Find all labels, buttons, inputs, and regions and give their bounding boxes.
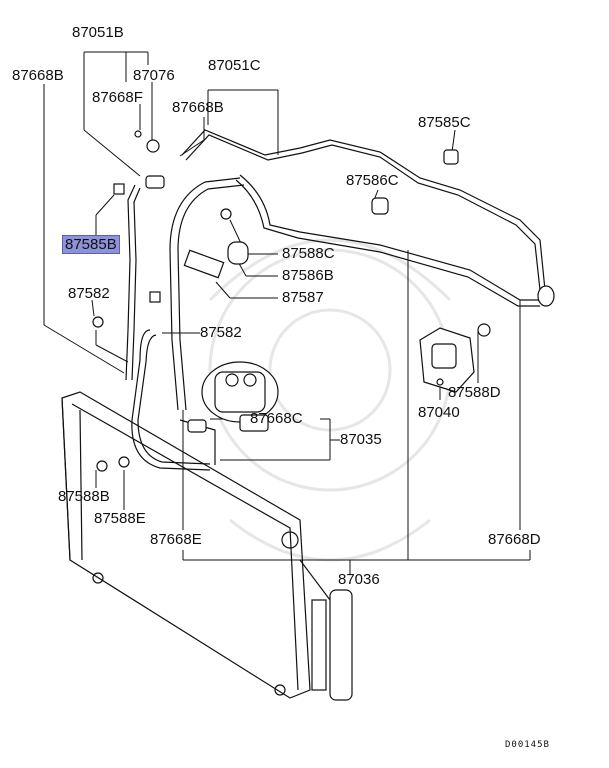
part-label-87051c[interactable]: 87051C (208, 57, 261, 74)
part-label-87586c[interactable]: 87586C (346, 172, 399, 189)
leader-lines (43, 51, 531, 575)
diagram-code: D00145B (505, 740, 550, 750)
part-label-87668e[interactable]: 87668E (150, 531, 202, 548)
part-label-87668d[interactable]: 87668D (488, 531, 541, 548)
evaporator-unit (419, 327, 475, 393)
part-label-87588d[interactable]: 87588D (448, 384, 501, 401)
part-label-87036[interactable]: 87036 (338, 571, 380, 588)
part-label-87588b[interactable]: 87588B (58, 488, 110, 505)
part-label-87582-left[interactable]: 87582 (68, 285, 110, 302)
part-label-87668f[interactable]: 87668F (92, 89, 143, 106)
part-label-87585b-highlighted[interactable]: 87585B (62, 235, 120, 254)
part-label-87582-mid[interactable]: 87582 (200, 324, 242, 341)
part-label-87668c[interactable]: 87668C (250, 410, 303, 427)
part-label-87040[interactable]: 87040 (418, 404, 460, 421)
compressor (201, 361, 279, 432)
refrigerant-pipes (125, 129, 546, 471)
part-label-87668b-mid[interactable]: 87668B (172, 99, 224, 116)
part-label-87076[interactable]: 87076 (133, 67, 175, 84)
part-label-87587[interactable]: 87587 (282, 289, 324, 306)
part-label-87588c[interactable]: 87588C (282, 245, 335, 262)
part-label-87585c[interactable]: 87585C (418, 114, 471, 131)
part-label-87668b-left[interactable]: 87668B (12, 67, 64, 84)
condenser-unit (61, 391, 353, 701)
part-label-87051b[interactable]: 87051B (72, 24, 124, 41)
part-label-87035[interactable]: 87035 (340, 431, 382, 448)
part-label-87588e[interactable]: 87588E (94, 510, 146, 527)
fittings (92, 130, 555, 472)
part-label-87586b[interactable]: 87586B (282, 267, 334, 284)
